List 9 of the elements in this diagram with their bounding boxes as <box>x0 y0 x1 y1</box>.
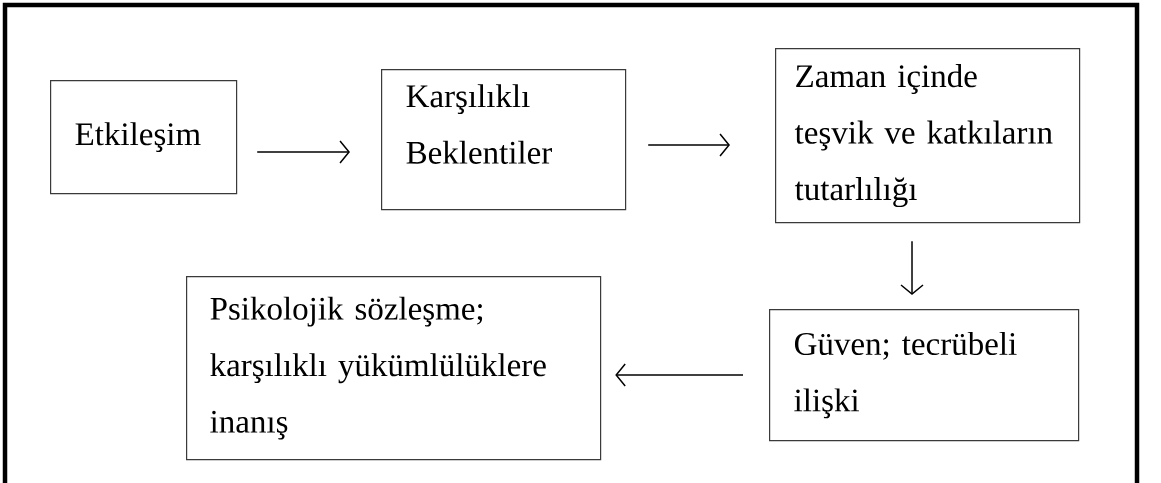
process-box: Güven; tecrübeli ilişki <box>769 309 1080 442</box>
process-box: Zaman içinde teşvik ve katkıların tutarlılığı <box>775 48 1081 224</box>
arrow <box>647 133 730 157</box>
process-box: Etkileşim <box>50 80 238 195</box>
arrow <box>615 363 744 387</box>
process-box: Karşılıklı Beklentiler <box>381 69 627 211</box>
arrow <box>256 140 350 164</box>
process-box: Psikolojik sözleşme; karşılıklı yükümlülüklere inanış <box>186 276 602 461</box>
arrow <box>900 240 924 295</box>
